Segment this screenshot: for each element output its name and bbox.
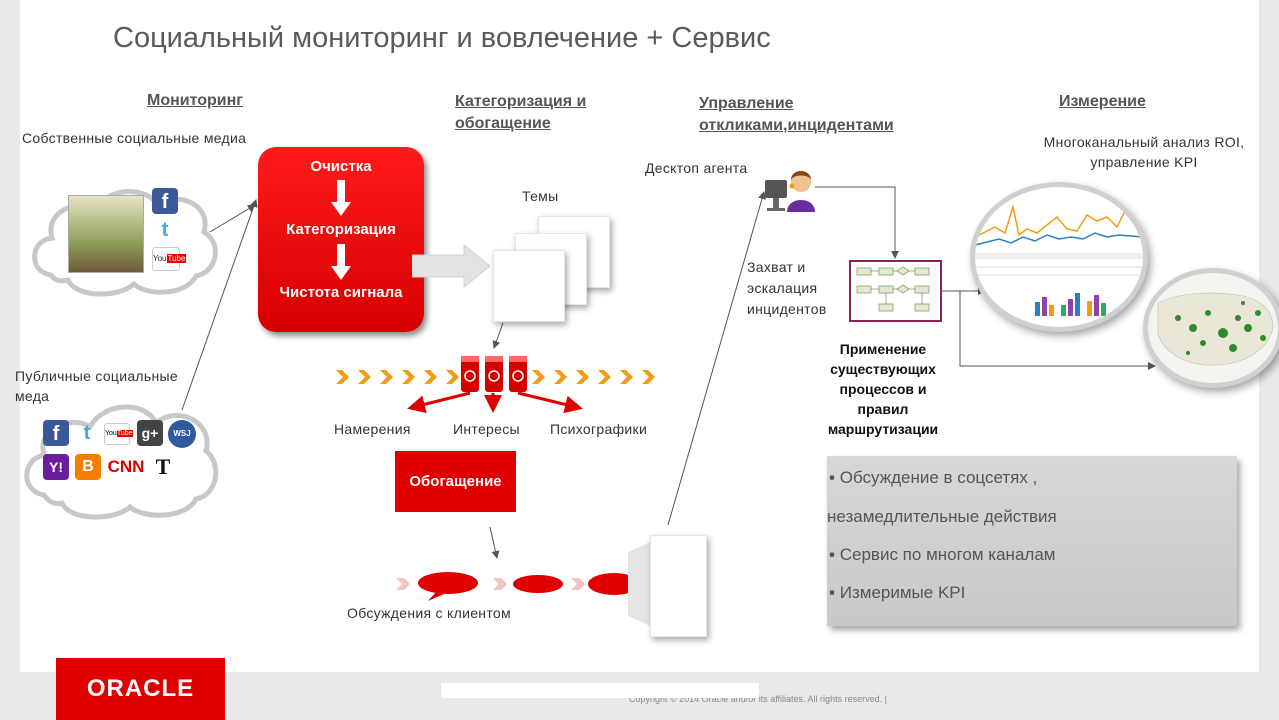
conversation-flow	[396, 572, 640, 601]
chevron-icons	[336, 370, 655, 384]
oracle-logo: ORACLE	[56, 658, 225, 720]
twitter-icon-public: t	[83, 422, 91, 444]
heading-categorization: Категоризация и обогащение	[455, 93, 587, 132]
heading-response: Управление откликами,инцидентами	[699, 95, 894, 134]
interests-label: Интересы	[453, 421, 520, 437]
chevron-flow	[336, 368, 656, 386]
public-media-label: Публичные социальные меда	[15, 368, 178, 404]
footer-bar	[441, 683, 759, 698]
bullet-1: ▪ Обсуждение в соцсетях ,	[829, 468, 1038, 487]
intents-label: Намерения	[334, 421, 411, 437]
chart-magnifier	[970, 182, 1148, 332]
own-media-label: Собственные социальные медиа	[22, 130, 247, 146]
filter-barrels-icon	[461, 356, 527, 392]
cnn-icon: CNN	[107, 457, 145, 476]
conversations-label: Обсуждения с клиентом	[347, 605, 511, 621]
blogger-icon: B	[75, 454, 101, 480]
topic-card	[493, 250, 565, 322]
enrichment-box: Обогащение	[395, 451, 516, 512]
down-arrow-icon	[331, 244, 351, 280]
bullet-3: ▪ Измеримые KPI	[829, 583, 966, 602]
facebook-icon: f	[152, 188, 178, 214]
youtube-icon-public: YouTube	[104, 423, 133, 445]
youtube-icon: YouTube	[152, 247, 187, 271]
website-thumbnail	[68, 195, 144, 273]
agent-icon	[765, 171, 815, 212]
map-magnifier-graphic	[1157, 292, 1274, 366]
step-categorization: Категоризация	[286, 221, 396, 238]
intake-card	[650, 535, 707, 637]
twitter-icon: t	[161, 219, 169, 241]
chart-magnifier-graphic	[975, 204, 1143, 316]
nyt-icon: T	[155, 454, 171, 479]
copyright-text: Copyright © 2014 Oracle and/or its affil…	[629, 694, 887, 704]
step-signal-purity: Чистота сигнала	[279, 284, 403, 301]
psychographics-label: Психографики	[550, 421, 648, 437]
bullet-2: ▪ Сервис по многом каналам	[829, 545, 1056, 564]
processing-box: Очистка Категоризация Чистота сигнала	[258, 147, 424, 332]
workflow-icon	[849, 260, 942, 322]
funnel-shape	[628, 542, 650, 626]
capture-escalation-label: Захват и эскалация инцидентов	[747, 259, 827, 317]
roi-label: Многоканальный анализ ROI, управление KP…	[1043, 134, 1245, 170]
heading-measurement: Измерение	[1059, 93, 1146, 110]
heading-monitoring: Мониторинг	[147, 92, 243, 109]
summary-box: ▪ Обсуждение в соцсетях , незамедлительн…	[827, 456, 1237, 626]
wsj-icon: WSJ	[168, 420, 196, 448]
arrow-right-icon	[412, 245, 490, 287]
map-magnifier	[1143, 268, 1279, 388]
workflow-diagram	[856, 266, 930, 312]
googleplus-icon: g+	[137, 420, 163, 446]
facebook-icon-public: f	[43, 420, 69, 446]
agent-desktop-label: Десктоп агента	[645, 160, 748, 176]
bullet-1-continued: незамедлительные действия	[827, 507, 1057, 526]
down-arrow-icon	[331, 180, 351, 216]
topics-label: Темы	[522, 188, 559, 204]
slide-title: Социальный мониторинг и вовлечение + Сер…	[113, 22, 771, 54]
apply-processes-label: Применение существующих процессов и прав…	[827, 341, 939, 437]
yahoo-icon: Y!	[43, 454, 69, 480]
step-cleanup: Очистка	[310, 158, 372, 175]
